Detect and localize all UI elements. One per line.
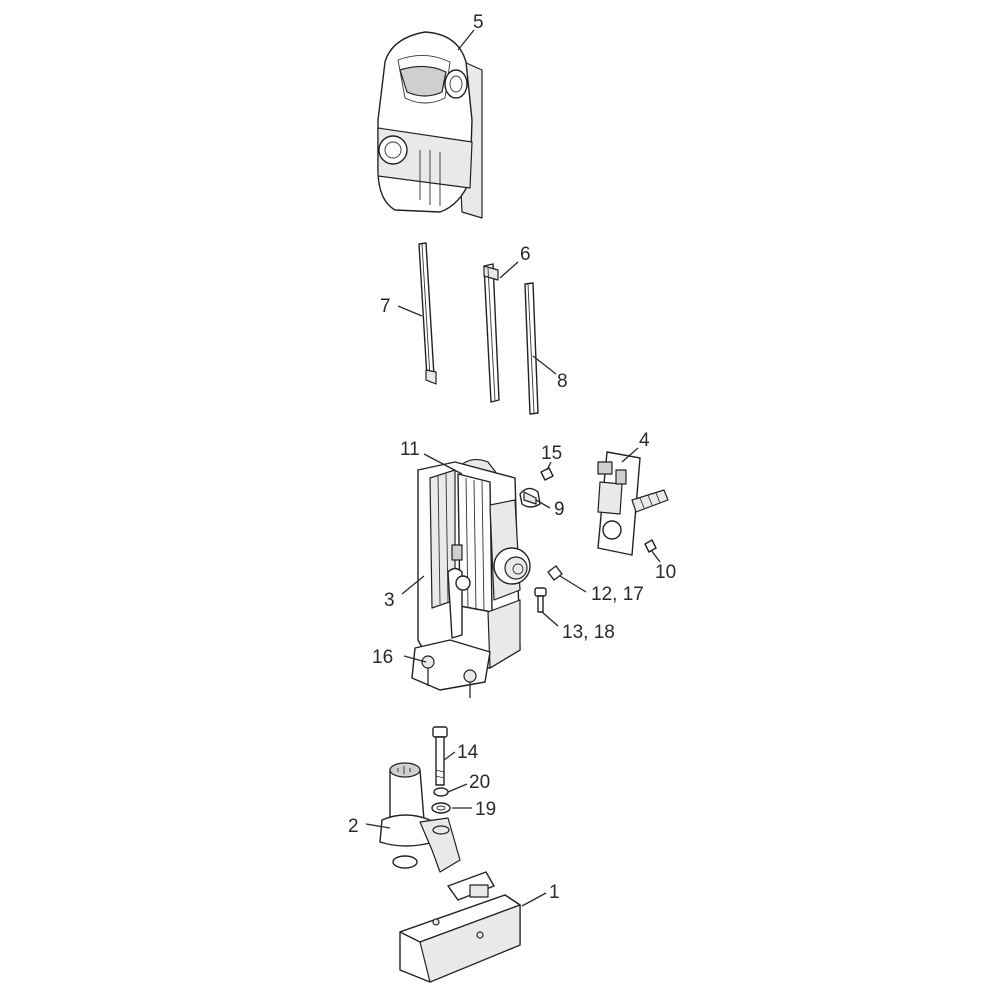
part-9-clip [519,487,541,508]
leader-5 [457,29,475,51]
leader-9 [535,499,551,509]
leader-15 [546,461,552,471]
leader-6 [499,261,519,279]
part-19-washer [431,802,451,814]
callout-1: 1 [549,882,560,903]
leader-lines [365,29,661,907]
part-8-rail [524,282,539,415]
part-14-bolt [432,726,448,786]
leader-2 [365,823,391,829]
part-5-motor-housing [377,31,483,219]
callout-9: 9 [554,499,565,520]
leader-20 [447,783,468,793]
part-6-rail [483,263,500,403]
callout-6: 6 [520,244,531,265]
part-3-main-body [411,458,531,698]
part-4-control-board [597,451,669,556]
callout-11: 11 [400,439,420,460]
leader-10 [650,549,661,563]
callout-5: 5 [473,12,484,33]
callout-14: 14 [457,742,479,763]
part-12-17-nut [547,565,563,581]
callout-4: 4 [639,430,650,451]
part-1-magnetic-base [399,871,521,983]
callout-10: 10 [655,562,676,583]
leader-13-18 [541,611,559,627]
callout-labels: 5 6 7 8 11 15 4 9 10 3 12, 17 13, 18 16 … [348,12,676,903]
callout-20: 20 [469,772,490,793]
leader-7 [397,305,423,317]
callout-13-18: 13, 18 [562,622,615,643]
leader-1 [521,892,547,907]
part-13-18-bolt [534,587,547,613]
part-10-screw [644,539,657,553]
part-2-column-base [379,762,461,873]
leader-14 [443,751,456,761]
callout-7: 7 [380,296,391,317]
callout-2: 2 [348,816,359,837]
callout-8: 8 [557,371,568,392]
leader-16 [403,655,427,663]
callout-16: 16 [372,647,393,668]
callout-15: 15 [541,443,562,464]
callout-12-17: 12, 17 [591,584,644,605]
leader-3 [401,575,425,595]
part-7-rail [418,242,437,385]
leader-11 [423,453,463,475]
leader-8 [532,355,557,375]
callout-3: 3 [384,590,395,611]
part-20-washer [433,787,449,797]
callout-19: 19 [475,799,496,820]
leader-12-17 [559,575,587,593]
leader-4 [621,447,639,463]
part-15-screw [540,467,554,481]
